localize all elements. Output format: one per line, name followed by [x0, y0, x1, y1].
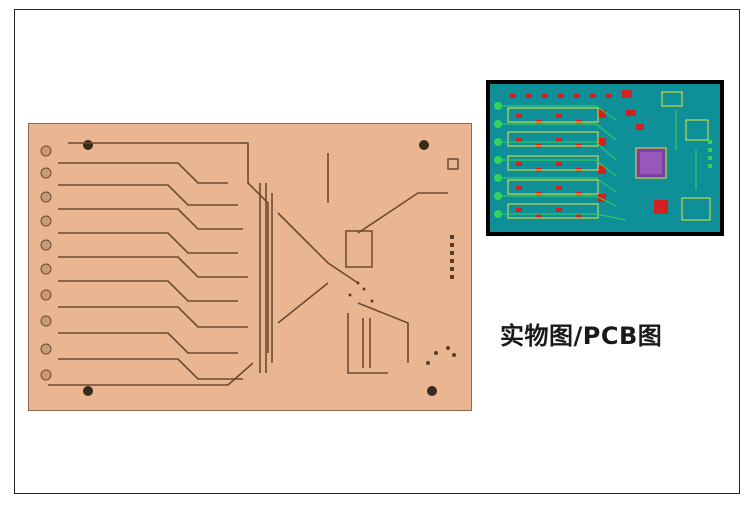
- figure-caption: 实物图/PCB图: [500, 322, 663, 350]
- pcb-layout-image: [486, 80, 724, 236]
- pcb-photo-image: [28, 123, 472, 411]
